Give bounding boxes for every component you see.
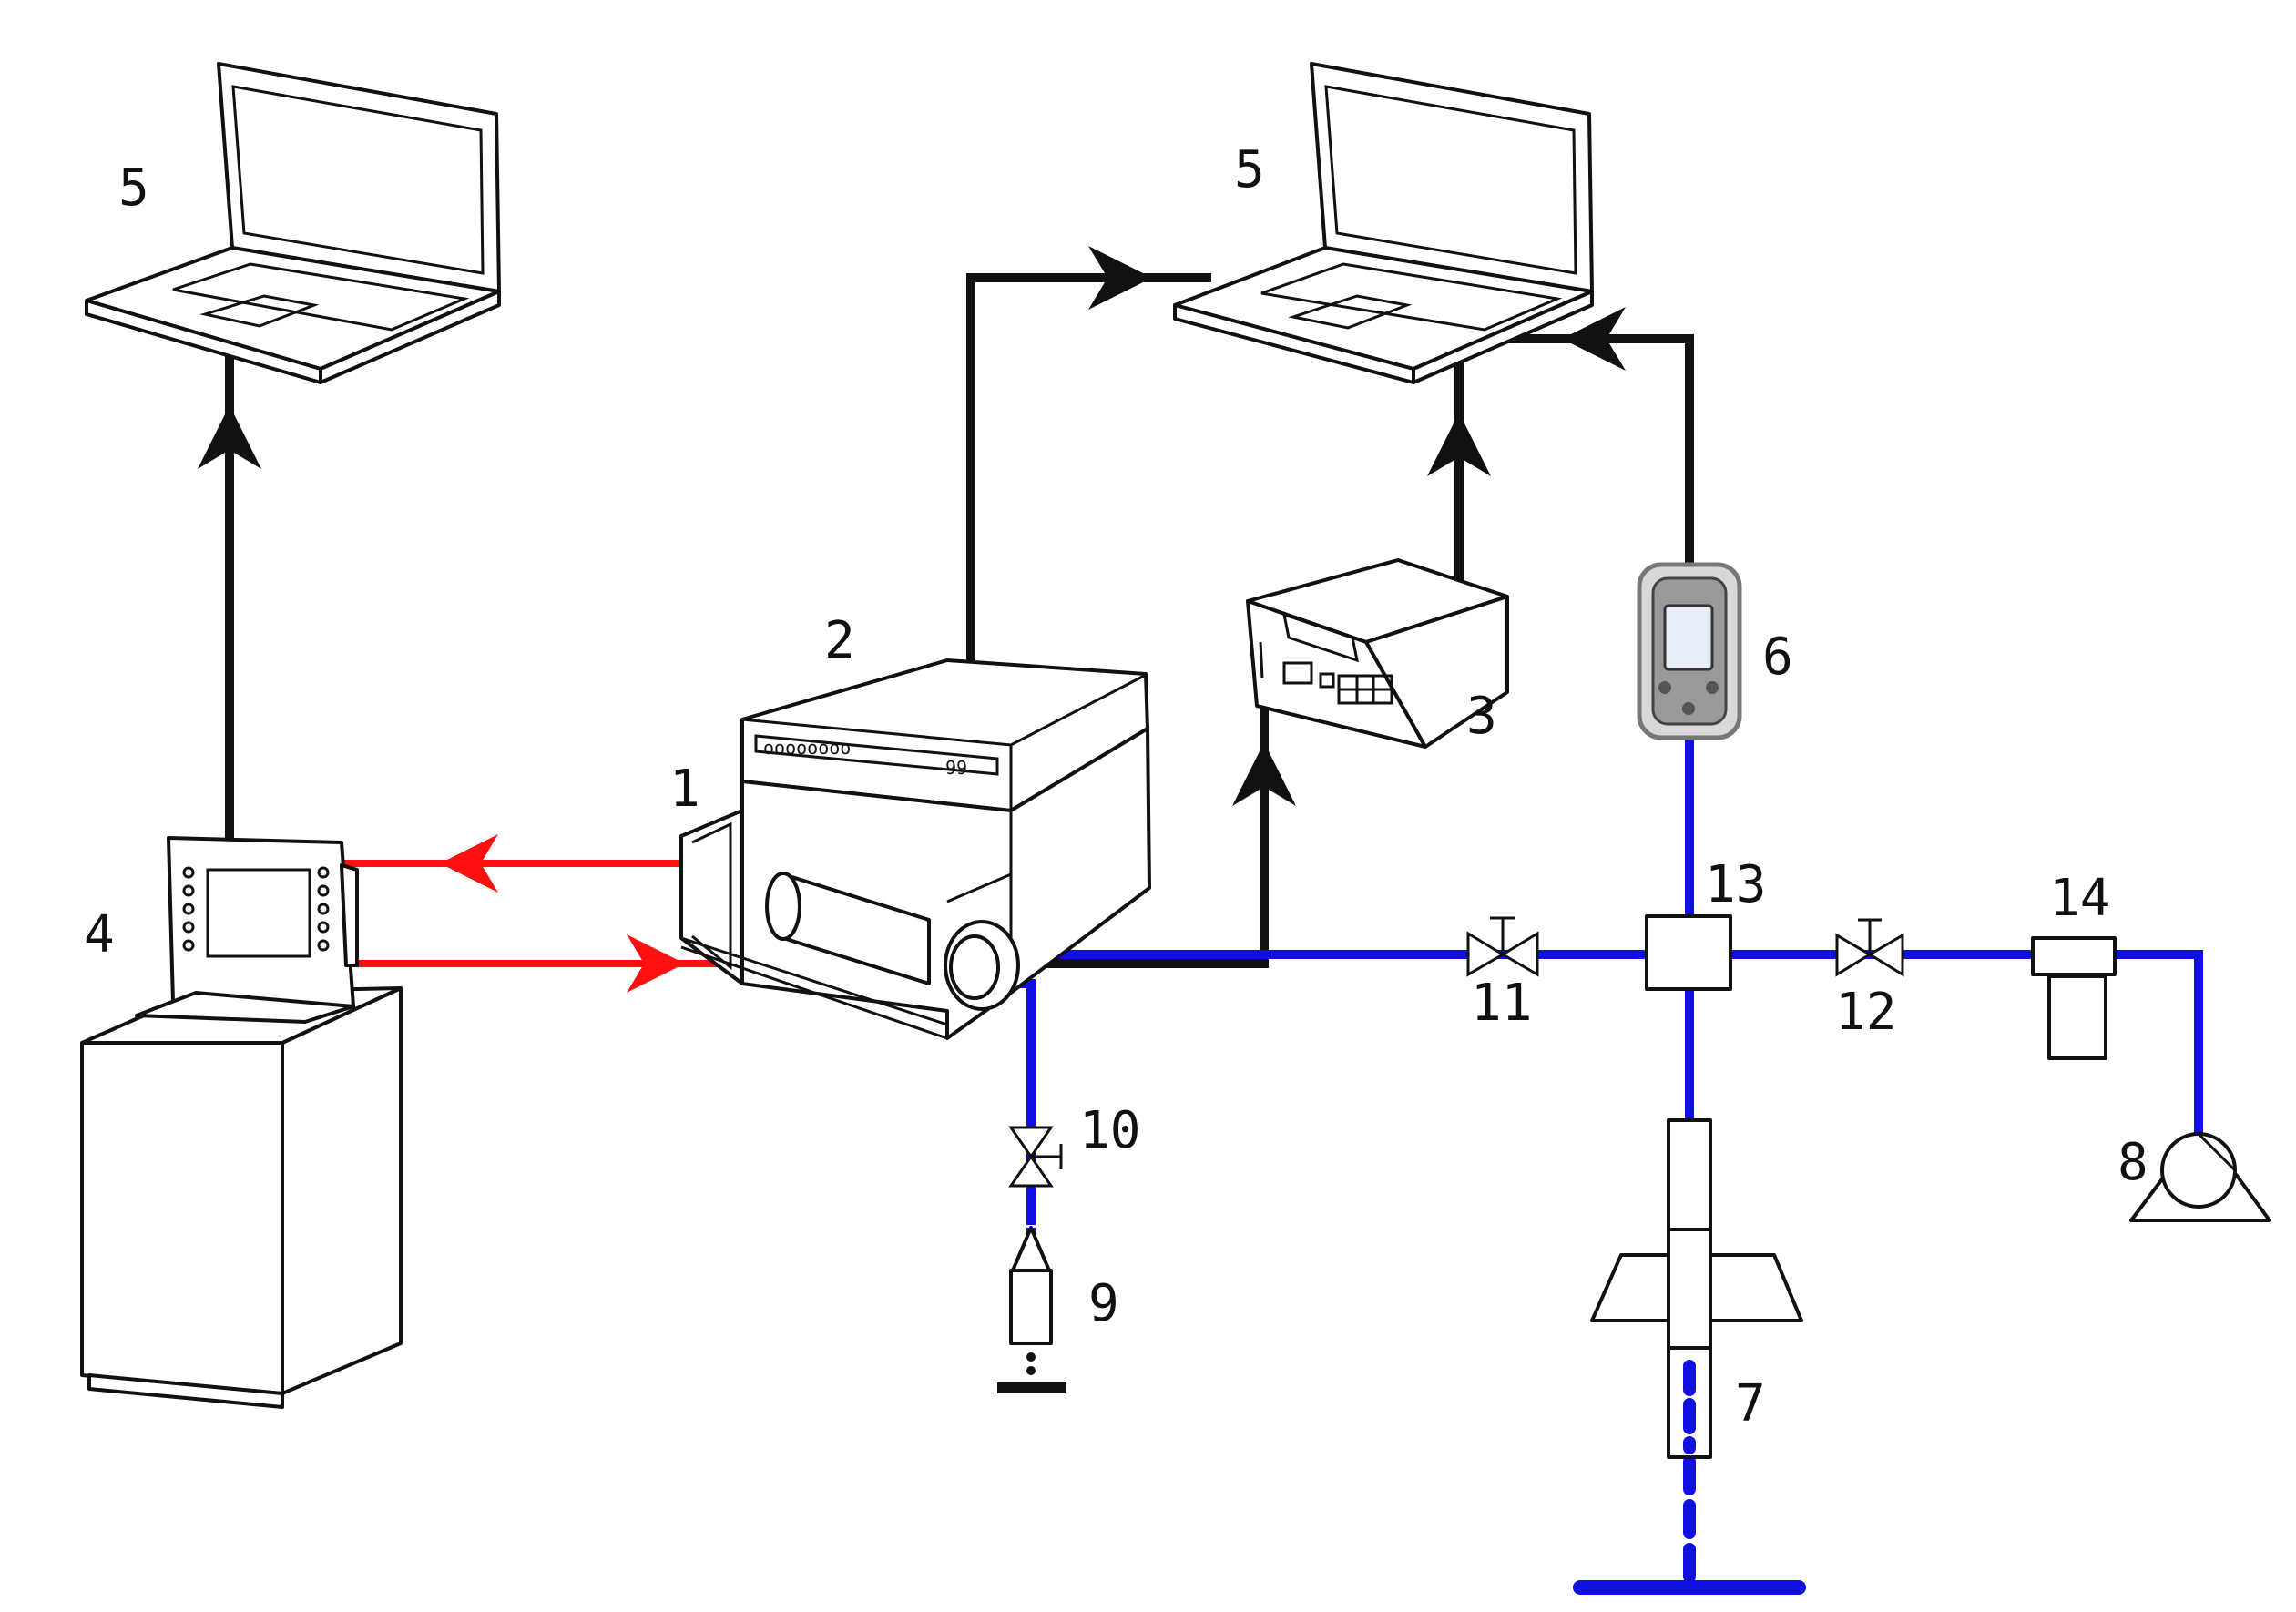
tee-junction bbox=[1645, 914, 1732, 991]
thermostat-unit bbox=[80, 836, 403, 1409]
label-1: 1 bbox=[669, 760, 700, 819]
label-5-left: 5 bbox=[118, 158, 149, 218]
filter-head bbox=[2031, 936, 2117, 976]
number-labels: 1 2 3 4 5 5 6 7 8 9 10 11 12 13 14 bbox=[84, 140, 2148, 1433]
label-4: 4 bbox=[84, 905, 115, 964]
label-6: 6 bbox=[1762, 627, 1793, 687]
filter-14 bbox=[2031, 936, 2117, 1060]
label-14: 14 bbox=[2049, 869, 2110, 928]
valve-12 bbox=[1835, 918, 1904, 977]
signal-line-6-to-laptop bbox=[1507, 334, 1694, 569]
gas-line-to-pump bbox=[2115, 950, 2203, 1134]
signal-lines bbox=[198, 246, 1694, 968]
pump-8 bbox=[2129, 1132, 2271, 1222]
laptop-left bbox=[85, 62, 501, 384]
reactor-tube bbox=[679, 809, 1020, 1040]
handheld-meter bbox=[1637, 562, 1742, 740]
laptop-right bbox=[1173, 62, 1594, 384]
gas-cylinder-stand bbox=[997, 1382, 1066, 1393]
label-3: 3 bbox=[1466, 687, 1497, 746]
svg-text:99: 99 bbox=[945, 757, 967, 779]
valve-10 bbox=[1008, 1126, 1063, 1188]
pump-icon bbox=[2160, 1132, 2237, 1209]
label-13: 13 bbox=[1705, 855, 1766, 914]
svg-text:oooooooo: oooooooo bbox=[763, 737, 851, 759]
label-9: 9 bbox=[1088, 1274, 1119, 1333]
label-11: 11 bbox=[1471, 974, 1532, 1033]
gas-line-to-10 bbox=[1004, 979, 1036, 1225]
filter-bowl bbox=[2047, 974, 2107, 1060]
label-2: 2 bbox=[824, 611, 855, 670]
label-8: 8 bbox=[2117, 1133, 2148, 1192]
gas-lines bbox=[1004, 738, 2203, 1595]
column-middle bbox=[1667, 1228, 1712, 1350]
valve-11 bbox=[1466, 916, 1539, 977]
signal-line-2-to-laptop bbox=[966, 273, 1211, 660]
gas-cylinder-body bbox=[1009, 1269, 1053, 1345]
analyzer-unit: oooooooo 99 bbox=[740, 658, 1151, 1040]
thermostat-cabinet bbox=[80, 1041, 284, 1395]
gas-cylinder-9 bbox=[997, 1226, 1066, 1393]
column-7 bbox=[1590, 1118, 1803, 1459]
column-upper bbox=[1667, 1118, 1712, 1231]
label-10: 10 bbox=[1079, 1101, 1140, 1160]
label-7: 7 bbox=[1735, 1374, 1766, 1433]
label-5-right: 5 bbox=[1234, 140, 1265, 199]
label-12: 12 bbox=[1835, 983, 1896, 1042]
flow-controller bbox=[1246, 558, 1509, 749]
